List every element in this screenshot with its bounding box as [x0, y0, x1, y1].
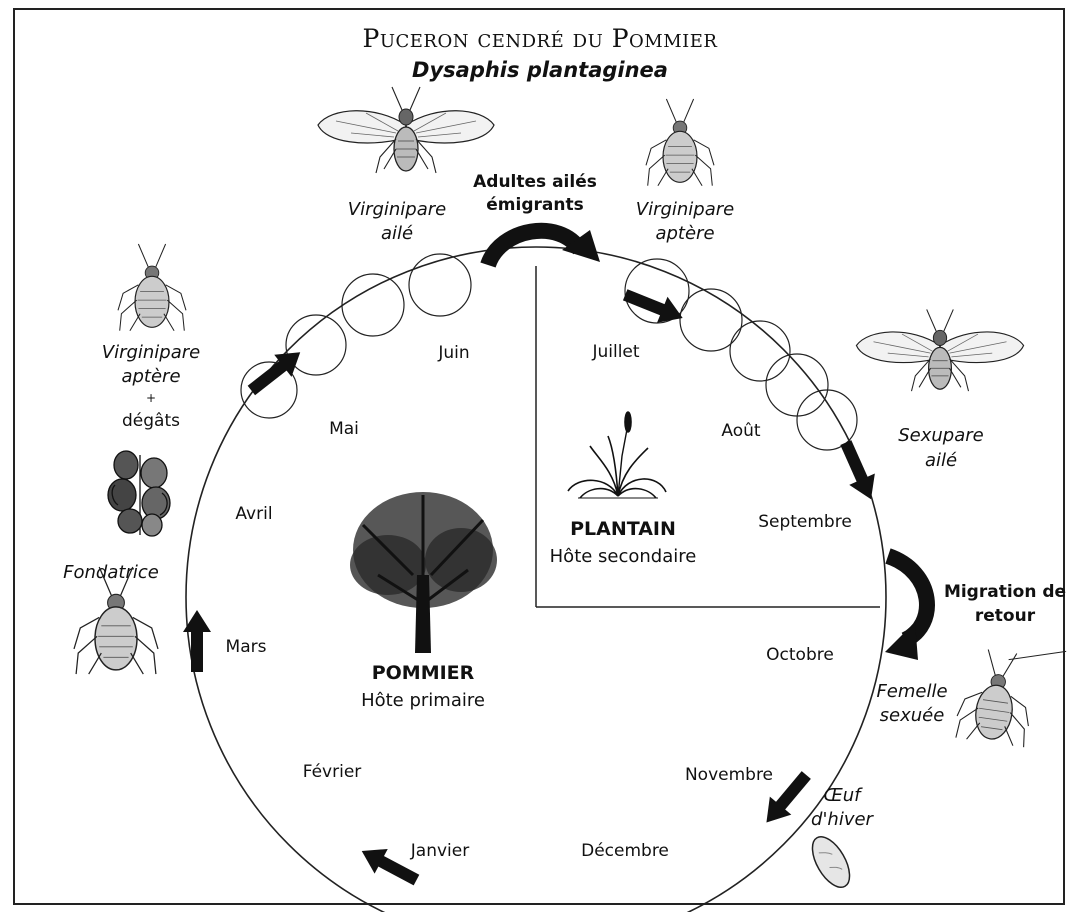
month-march: Mars — [226, 637, 267, 657]
diagram-title: Puceron cendré du Pommier — [363, 24, 718, 53]
winged-aphid-icon — [318, 87, 494, 173]
month-december: Décembre — [581, 841, 669, 861]
month-november: Novembre — [685, 765, 773, 785]
stage-virginipare-aptere-summer-line2: aptère — [655, 223, 714, 244]
sexupare-aphid-icon — [856, 309, 1023, 391]
egg-icon — [805, 831, 857, 893]
month-february: Février — [303, 762, 362, 782]
wingless-aphid-icon — [646, 99, 714, 186]
fondatrice-aphid-icon — [74, 567, 158, 674]
outbound-migration-label-line2: émigrants — [486, 195, 583, 215]
month-october: Octobre — [766, 645, 834, 665]
primary-host-name: POMMIER — [372, 662, 475, 684]
secondary-host-role: Hôte secondaire — [550, 546, 697, 567]
wingless-aphid-spring-icon — [118, 244, 186, 331]
stage-oeuf-line2: d'hiver — [811, 809, 875, 830]
stage-femelle-line2: sexuée — [880, 705, 945, 726]
stage-sexupare-line1: Sexupare — [898, 425, 984, 446]
stage-virginipare-ailee-line1: Virginipare — [348, 199, 446, 220]
stage-plus-sign: + — [146, 391, 156, 405]
month-january: Janvier — [410, 841, 469, 861]
stage-fondatrice: Fondatrice — [63, 562, 159, 583]
stage-virginipare-aptere-spring-line2: aptère — [121, 366, 180, 387]
stage-femelle-line1: Femelle — [876, 681, 947, 702]
stage-degats: dégâts — [122, 411, 180, 431]
return-migration-label-line2: retour — [975, 606, 1036, 626]
month-june: Juin — [437, 343, 469, 363]
month-august: Août — [721, 421, 761, 441]
secondary-host-name: PLANTAIN — [570, 518, 676, 540]
primary-host-role: Hôte primaire — [361, 690, 485, 711]
month-july: Juillet — [591, 342, 639, 362]
outbound-migration-label-line1: Adultes ailés — [473, 172, 597, 192]
month-may: Mai — [329, 419, 359, 439]
stage-virginipare-ailee-line2: ailé — [381, 223, 413, 244]
stage-virginipare-aptere-summer-line1: Virginipare — [636, 199, 734, 220]
generation-loops-spring — [241, 254, 471, 418]
plantain-icon — [568, 412, 666, 498]
leaf-damage-icon — [108, 451, 170, 536]
apple-tree-icon — [350, 492, 497, 653]
diagram-subtitle: Dysaphis plantaginea — [412, 58, 668, 82]
stage-sexupare-line2: ailé — [925, 450, 957, 471]
return-migration-label-line1: Migration de — [944, 582, 1066, 602]
month-april: Avril — [235, 504, 272, 524]
stage-virginipare-aptere-spring-line1: Virginipare — [102, 342, 200, 363]
stage-oeuf-line1: Œuf — [823, 785, 863, 806]
month-september: Septembre — [758, 512, 852, 532]
cycle-arrow-summer — [620, 282, 688, 331]
return-migration-arrow — [885, 556, 927, 660]
female-aphid-icon — [954, 638, 1066, 752]
